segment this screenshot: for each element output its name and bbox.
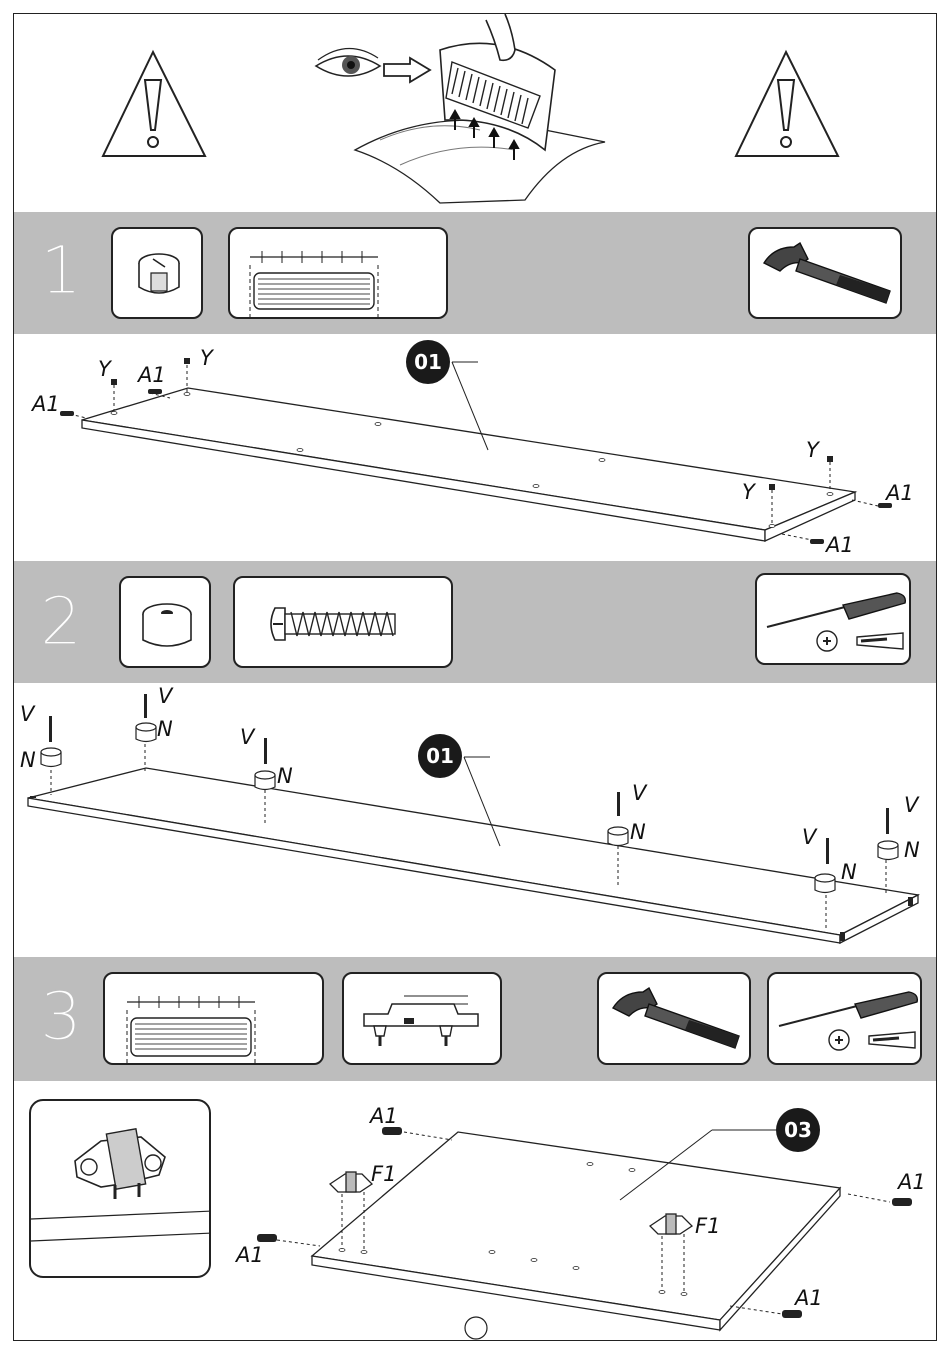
label-v: V	[632, 781, 646, 805]
label-v: V	[158, 684, 172, 708]
step-number: 3	[40, 978, 82, 1055]
dowel-part-box	[103, 972, 324, 1065]
hammer-icon	[599, 974, 751, 1065]
label-n: N	[904, 838, 920, 862]
wooden-dowel-icon	[105, 974, 324, 1065]
step-number: 2	[40, 583, 82, 660]
hinge-plate-part-box	[342, 972, 502, 1065]
label-y: Y	[98, 357, 111, 381]
phillips-screwdriver-icon	[769, 974, 922, 1065]
label-a1: A1	[826, 533, 854, 557]
label-y: Y	[200, 346, 213, 370]
label-a1: A1	[898, 1170, 926, 1194]
hammer-tool-box	[597, 972, 751, 1065]
label-a1: A1	[138, 363, 166, 387]
part-number-badge: 01	[418, 734, 462, 778]
hammer-icon	[750, 229, 902, 319]
warning-triangle-icon	[736, 52, 838, 156]
header-illustration	[0, 0, 950, 215]
cam-lock-icon	[113, 229, 203, 319]
label-v: V	[20, 702, 34, 726]
label-a1: A1	[886, 481, 914, 505]
label-y: Y	[806, 438, 819, 462]
warning-triangle-icon	[103, 52, 205, 156]
screwdriver-tool-box	[755, 573, 911, 665]
part-number-badge: 01	[406, 340, 450, 384]
label-a1: A1	[32, 392, 60, 416]
label-n: N	[157, 717, 173, 741]
label-n: N	[630, 820, 646, 844]
hinge-mounting-plate-icon	[344, 974, 502, 1065]
instruction-booklet-drawing	[355, 14, 605, 203]
screwdriver-tool-box	[767, 972, 922, 1065]
label-a1: A1	[370, 1104, 398, 1128]
label-n: N	[277, 764, 293, 788]
screw-part-box	[233, 576, 453, 668]
label-f1: F1	[371, 1162, 396, 1186]
phillips-screwdriver-icon	[757, 575, 911, 665]
label-f1: F1	[695, 1214, 720, 1238]
label-y: Y	[742, 480, 755, 504]
label-v: V	[904, 793, 918, 817]
hinge-plate-detail-icon	[31, 1101, 211, 1278]
eye-read-instructions-icon	[316, 48, 430, 82]
label-v: V	[240, 725, 254, 749]
label-n: N	[841, 860, 857, 884]
label-n: N	[20, 748, 36, 772]
spacer-part-box	[119, 576, 211, 668]
screw-icon	[235, 578, 453, 668]
step-number: 1	[40, 232, 82, 309]
label-v: V	[802, 825, 816, 849]
label-a1: A1	[236, 1243, 264, 1267]
wooden-dowel-icon	[230, 229, 448, 319]
part-number-badge: 03	[776, 1108, 820, 1152]
hinge-detail-box	[29, 1099, 211, 1278]
label-a1: A1	[795, 1286, 823, 1310]
cylinder-spacer-icon	[121, 578, 211, 668]
cam-lock-part-box	[111, 227, 203, 319]
dowel-part-box	[228, 227, 448, 319]
hammer-tool-box	[748, 227, 902, 319]
